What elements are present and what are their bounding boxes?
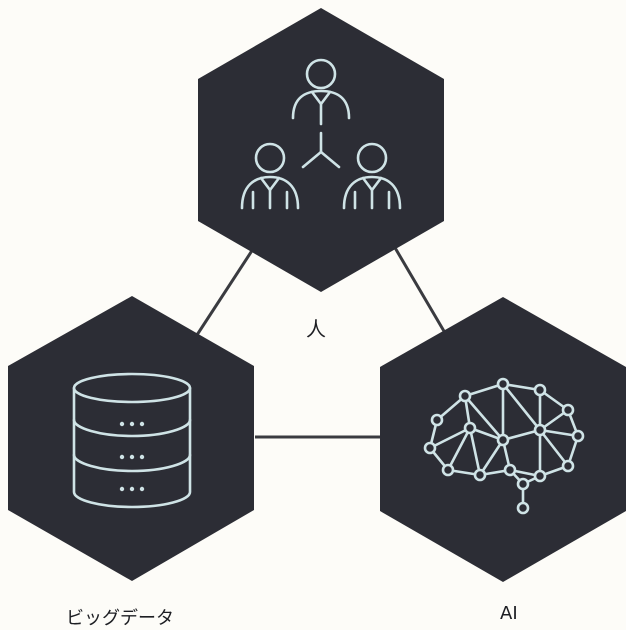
big-data-label: ビッグデータ bbox=[66, 608, 174, 629]
brain-network-icon bbox=[423, 377, 585, 515]
people-node bbox=[198, 8, 444, 292]
ai-label: AI bbox=[500, 603, 518, 624]
big-data-node bbox=[8, 296, 254, 581]
ai-node bbox=[380, 297, 626, 582]
big-data-hexagon bbox=[8, 296, 254, 581]
database-icon bbox=[72, 372, 192, 509]
connector-people-ai bbox=[392, 245, 450, 339]
people-label: 人 bbox=[306, 317, 326, 341]
people-hierarchy-icon bbox=[240, 58, 402, 210]
connectors bbox=[193, 245, 450, 439]
connector-people-bigdata bbox=[193, 245, 257, 339]
